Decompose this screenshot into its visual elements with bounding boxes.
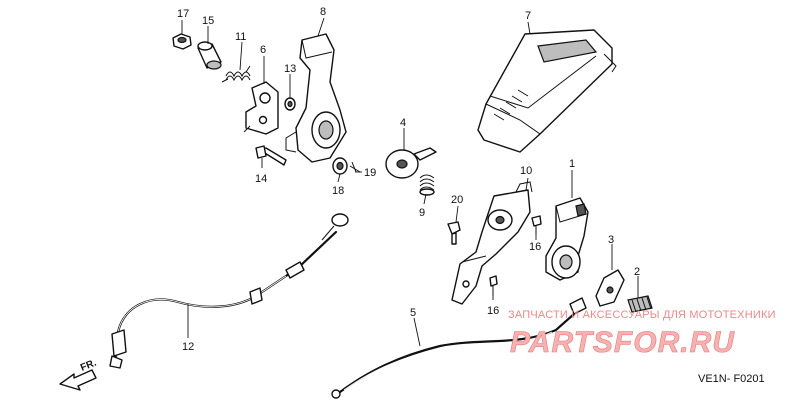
callout-4: 4 — [400, 117, 406, 129]
callout-18: 18 — [332, 185, 344, 197]
callout-2: 2 — [634, 266, 640, 278]
part-2-spring — [627, 295, 653, 313]
callout-16-lower: 16 — [487, 305, 499, 317]
part-20-bolt — [447, 221, 461, 245]
part-1-control-lever — [545, 197, 589, 281]
part-7-lever-cover — [477, 29, 617, 153]
callout-17: 17 — [177, 8, 189, 20]
part-19-pin — [349, 161, 361, 173]
part-11-spring — [221, 65, 251, 83]
part-15-collar — [197, 41, 222, 70]
part-12-throttle-cable — [109, 213, 349, 369]
part-16-screw-lower — [489, 275, 498, 296]
callout-20: 20 — [451, 194, 463, 206]
callout-9: 9 — [419, 207, 425, 219]
callout-15: 15 — [202, 15, 214, 27]
callout-5: 5 — [410, 307, 416, 319]
part-6-bracket — [243, 81, 279, 135]
callout-1: 1 — [569, 158, 575, 170]
part-10-bracket — [451, 181, 533, 305]
callout-12: 12 — [182, 341, 194, 353]
callout-11: 11 — [235, 31, 246, 43]
callout-16-upper: 16 — [529, 241, 541, 253]
callout-labels: 17 15 11 6 8 7 13 4 14 18 19 9 10 1 20 1… — [177, 6, 640, 353]
callout-10: 10 — [520, 165, 532, 177]
watermark: ЗАПЧАСТИ И АКСЕССУАРЫ ДЛЯ МОТОТЕХНИКИ PA… — [508, 309, 776, 359]
callout-7: 7 — [525, 10, 531, 22]
callout-19: 19 — [364, 167, 376, 179]
callout-14: 14 — [255, 173, 267, 185]
callout-3: 3 — [608, 234, 614, 246]
watermark-caption: ЗАПЧАСТИ И АКСЕССУАРЫ ДЛЯ МОТОТЕХНИКИ — [508, 309, 776, 321]
part-3-lever-end — [595, 269, 625, 307]
direction-label: FR. — [79, 357, 98, 373]
part-9-spring — [419, 174, 435, 196]
part-4-friction-plate — [385, 147, 437, 179]
callout-6: 6 — [260, 44, 266, 56]
front-direction-arrow: FR. — [59, 357, 98, 391]
part-5-choke-cable — [331, 297, 587, 399]
part-18-washer — [332, 157, 348, 175]
part-17-nut — [172, 33, 192, 50]
leader-lines — [181, 17, 639, 347]
callout-8: 8 — [320, 6, 326, 18]
part-16-screw-upper — [531, 215, 542, 234]
diagram-code: VE1N- F0201 — [698, 373, 765, 385]
part-14-bolt — [255, 145, 287, 166]
part-8-throttle-lever — [285, 33, 347, 163]
part-13-washer — [284, 97, 296, 111]
callout-13: 13 — [284, 63, 296, 75]
watermark-logo: PARTSFOR.RU — [510, 326, 735, 359]
